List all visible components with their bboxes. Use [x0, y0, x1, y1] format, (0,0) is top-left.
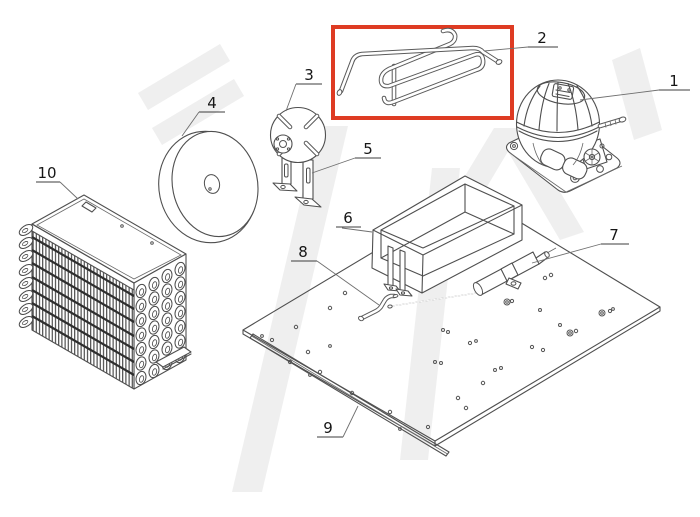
motor-mounting-bracket [272, 157, 322, 208]
part-label-5: 5 [363, 140, 373, 158]
callout-8: 8 [291, 243, 380, 306]
compressor [505, 79, 627, 193]
highlight-box [331, 25, 514, 120]
connecting-tube [358, 293, 399, 322]
plate-holes [260, 272, 615, 430]
part-label-3: 3 [304, 66, 314, 84]
part-label-10: 10 [37, 164, 56, 182]
condenser-coil [16, 194, 192, 390]
callout-6: 6 [336, 209, 373, 233]
fan-blade [158, 130, 259, 244]
callout-5: 5 [311, 140, 381, 174]
callout-3: 3 [285, 66, 322, 112]
base-plate [243, 193, 660, 441]
callout-9: 9 [317, 405, 359, 438]
callout-7: 7 [531, 226, 629, 264]
callout-1: 1 [579, 72, 690, 101]
part-label-4: 4 [207, 94, 217, 112]
callouts: 1 2 3 4 5 6 7 8 [36, 29, 690, 438]
callout-10: 10 [36, 164, 79, 200]
drain-pan [371, 175, 523, 297]
part-label-8: 8 [298, 243, 308, 261]
base-plate-detail [242, 192, 661, 457]
edge-rail [249, 333, 450, 457]
part-label-7: 7 [609, 226, 619, 244]
callout-4: 4 [181, 94, 225, 137]
part-label-2: 2 [537, 29, 547, 47]
part-label-1: 1 [669, 72, 679, 90]
serpentine-condenser-tube [336, 27, 503, 107]
part-label-9: 9 [323, 419, 333, 437]
filter-drier [387, 247, 557, 309]
callout-2: 2 [483, 29, 558, 52]
fan-motor [269, 106, 327, 164]
part-label-6: 6 [343, 209, 353, 227]
